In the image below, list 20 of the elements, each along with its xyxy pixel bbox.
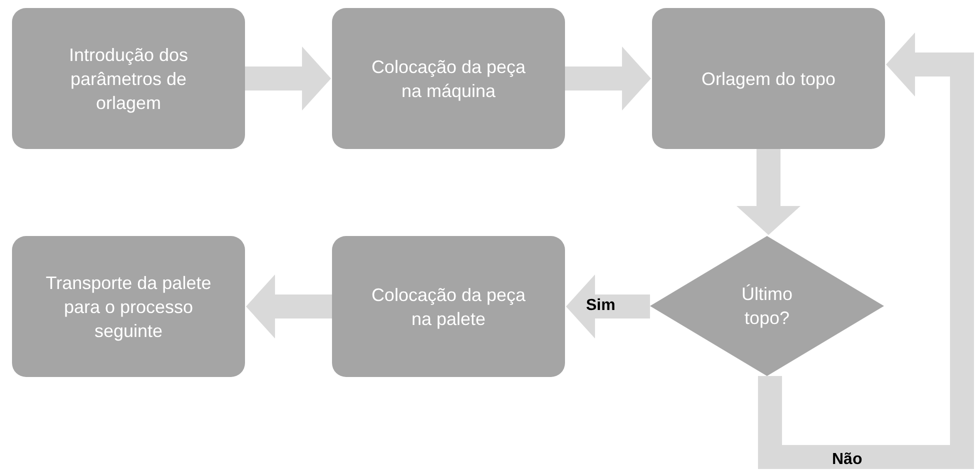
process-box (12, 236, 245, 377)
process-box (12, 8, 245, 149)
edge-label: Não (832, 450, 862, 470)
block-arrow (246, 274, 332, 338)
node-text: Colocação da peça na palete (370, 284, 527, 330)
node-text: Transporte da palete para o processo seguinte (44, 272, 212, 342)
decision-diamond (650, 236, 884, 376)
block-arrow (245, 46, 331, 110)
block-arrow (566, 274, 650, 338)
process-box (332, 236, 565, 377)
block-arrow (565, 46, 651, 110)
process-box (332, 8, 565, 149)
process-box (652, 8, 885, 149)
node-text: Último topo? (740, 283, 794, 330)
node-text: Orlagem do topo (701, 68, 836, 90)
edge-label: Sim (586, 296, 616, 316)
block-arrow (736, 149, 800, 235)
node-text: Colocação da peça na máquina (370, 56, 527, 102)
node-text: Introdução dos parâmetros de orlagem (68, 44, 190, 114)
block-arrow (758, 32, 974, 469)
